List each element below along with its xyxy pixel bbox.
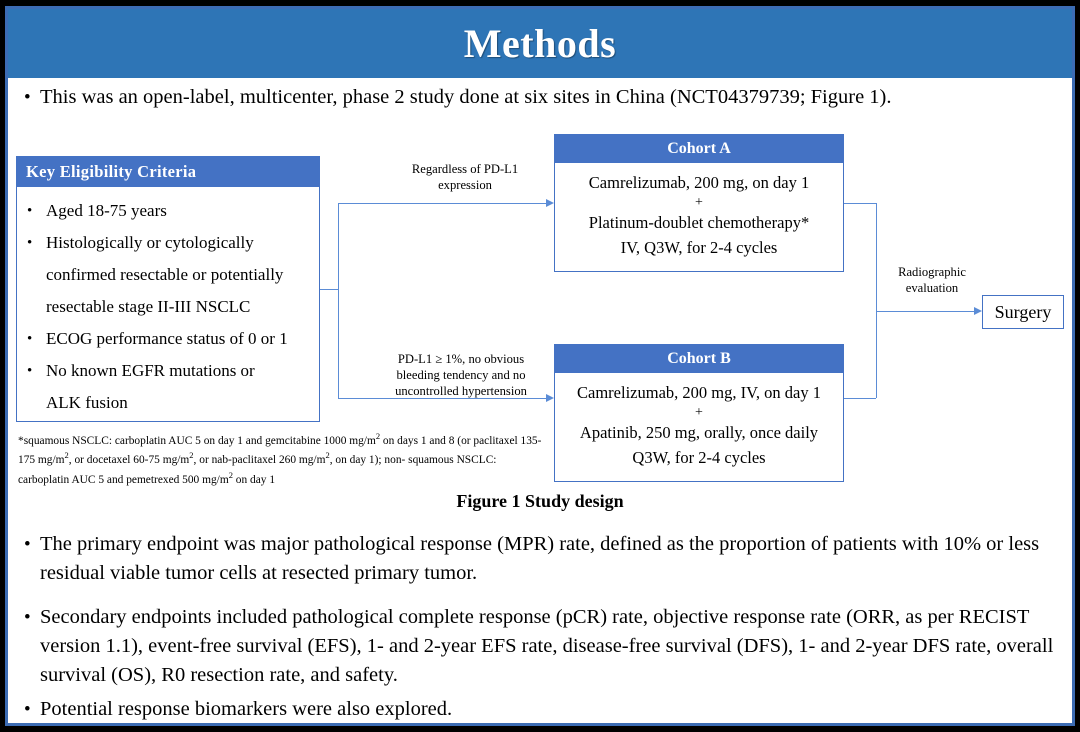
footnote-superscript: 2 xyxy=(375,431,381,441)
connector-cohort-a-out xyxy=(844,203,876,204)
footnote-superscript: 2 xyxy=(228,469,233,480)
footnote-superscript: 2 xyxy=(64,450,69,461)
list-item-label: ECOG performance status of 0 or 1 xyxy=(46,329,288,348)
footnote-line-1b: on days 1 and 8 (or xyxy=(380,434,471,447)
list-item-label: Histologically or cytologically xyxy=(46,233,254,252)
connector-label-bottom-branch: PD-L1 ≥ 1%, no obvious bleeding tendency… xyxy=(395,352,527,398)
cohort-a-line-1: Camrelizumab, 200 mg, on day 1 xyxy=(588,173,810,192)
list-item-continuation: resectable stage II-III NSCLC xyxy=(27,292,313,322)
surgery-label: Surgery xyxy=(994,301,1052,322)
cohort-a-line-3: IV, Q3W, for 2-4 cycles xyxy=(620,238,778,257)
surgery-box: Surgery xyxy=(982,295,1064,329)
footnote-line-2d: , on day 1); non- xyxy=(329,454,406,467)
chemotherapy-footnote: *squamous NSCLC: carboplatin AUC 5 on da… xyxy=(18,429,548,487)
arrowhead-surgery-icon xyxy=(974,307,982,315)
list-item-label: ALK fusion xyxy=(46,393,128,412)
bullet-primary-endpoint: • The primary endpoint was major patholo… xyxy=(18,530,1058,588)
biomarkers-text: Potential response biomarkers were also … xyxy=(40,698,453,720)
arrowhead-cohort-a-icon xyxy=(546,199,554,207)
footnote-line-1a: *squamous NSCLC: carboplatin AUC 5 on da… xyxy=(18,434,376,447)
cohort-a-line-2: Platinum-doublet chemotherapy* xyxy=(588,213,810,232)
cohort-a-body: Camrelizumab, 200 mg, on day 1 + Platinu… xyxy=(555,163,843,269)
lead-bullet: • This was an open-label, multicenter, p… xyxy=(18,83,1058,112)
cohort-b-box: Cohort B Camrelizumab, 200 mg, IV, on da… xyxy=(554,344,844,482)
list-item-label: Aged 18-75 years xyxy=(46,201,167,220)
footnote-line-3b: on day 1 xyxy=(232,473,276,486)
connector-split-trunk xyxy=(338,203,339,398)
eligibility-criteria-box: Key Eligibility Criteria • Aged 18-75 ye… xyxy=(16,156,320,422)
slide-frame: Methods • This was an open-label, multic… xyxy=(5,6,1075,726)
list-item-continuation: confirmed resectable or potentially xyxy=(27,260,313,290)
list-item: • ECOG performance status of 0 or 1 xyxy=(27,324,313,354)
title-banner: Methods xyxy=(8,9,1072,78)
figure-caption: Figure 1 Study design xyxy=(456,491,624,511)
connector-merge-trunk xyxy=(876,203,877,398)
footnote-superscript: 2 xyxy=(325,450,330,461)
page-title: Methods xyxy=(463,21,617,66)
cohort-a-plus: + xyxy=(695,195,703,210)
connector-to-surgery xyxy=(876,311,974,312)
cohort-b-header: Cohort B xyxy=(555,345,843,373)
connector-to-cohort-a xyxy=(338,203,546,204)
lead-bullet-text: This was an open-label, multicenter, pha… xyxy=(40,86,892,108)
connector-elig-stub xyxy=(320,289,338,290)
bullet-marker-icon: • xyxy=(24,87,31,108)
footnote-line-2b: , or docetaxel 60-75 mg/m xyxy=(68,454,190,467)
footnote-line-3a: squamous NSCLC: carboplatin AUC 5 and pe… xyxy=(18,454,497,486)
footnote-line-2a: paclitaxel 135-175 mg/m xyxy=(18,434,542,467)
bullet-marker-icon: • xyxy=(27,235,33,251)
connector-cohort-b-out xyxy=(844,398,876,399)
list-item-continuation: ALK fusion xyxy=(27,388,313,418)
list-item: • Histologically or cytologically xyxy=(27,228,313,258)
primary-endpoint-text: The primary endpoint was major pathologi… xyxy=(40,533,1040,584)
bullet-marker-icon: • xyxy=(27,331,33,347)
footnote-line-2c: , or nab-paclitaxel 260 mg/m xyxy=(193,454,326,467)
cohort-b-plus: + xyxy=(695,405,703,420)
cohort-a-header: Cohort A xyxy=(555,135,843,163)
cohort-b-line-3: Q3W, for 2-4 cycles xyxy=(632,448,766,467)
bullet-marker-icon: • xyxy=(24,534,31,555)
study-design-diagram: Key Eligibility Criteria • Aged 18-75 ye… xyxy=(8,119,1072,519)
connector-label-radiographic: Radiographic evaluation xyxy=(898,265,966,295)
footnote-superscript: 2 xyxy=(189,450,194,461)
cohort-b-line-1: Camrelizumab, 200 mg, IV, on day 1 xyxy=(577,383,821,402)
list-item-label: No known EGFR mutations or xyxy=(46,361,255,380)
cohort-b-body: Camrelizumab, 200 mg, IV, on day 1 + Apa… xyxy=(555,373,843,479)
connector-to-cohort-b xyxy=(338,398,546,399)
list-item-label: confirmed resectable or potentially xyxy=(46,265,284,284)
bullet-biomarkers: • Potential response biomarkers were als… xyxy=(18,695,1058,724)
eligibility-header: Key Eligibility Criteria xyxy=(17,157,319,187)
connector-label-top-branch: Regardless of PD-L1 expression xyxy=(411,162,519,192)
bullet-marker-icon: • xyxy=(24,607,31,628)
arrowhead-cohort-b-icon xyxy=(546,394,554,402)
bullet-marker-icon: • xyxy=(24,699,31,720)
list-item-label: resectable stage II-III NSCLC xyxy=(46,297,251,316)
list-item: • Aged 18-75 years xyxy=(27,196,313,226)
cohort-b-line-2: Apatinib, 250 mg, orally, once daily xyxy=(579,423,819,442)
secondary-endpoints-text: Secondary endpoints included pathologica… xyxy=(40,606,1054,686)
eligibility-list: • Aged 18-75 years • Histologically or c… xyxy=(17,187,319,418)
bullet-marker-icon: • xyxy=(27,203,33,219)
cohort-a-box: Cohort A Camrelizumab, 200 mg, on day 1 … xyxy=(554,134,844,272)
bullet-marker-icon: • xyxy=(27,363,33,379)
bullet-secondary-endpoints: • Secondary endpoints included pathologi… xyxy=(18,603,1058,690)
list-item: • No known EGFR mutations or xyxy=(27,356,313,386)
